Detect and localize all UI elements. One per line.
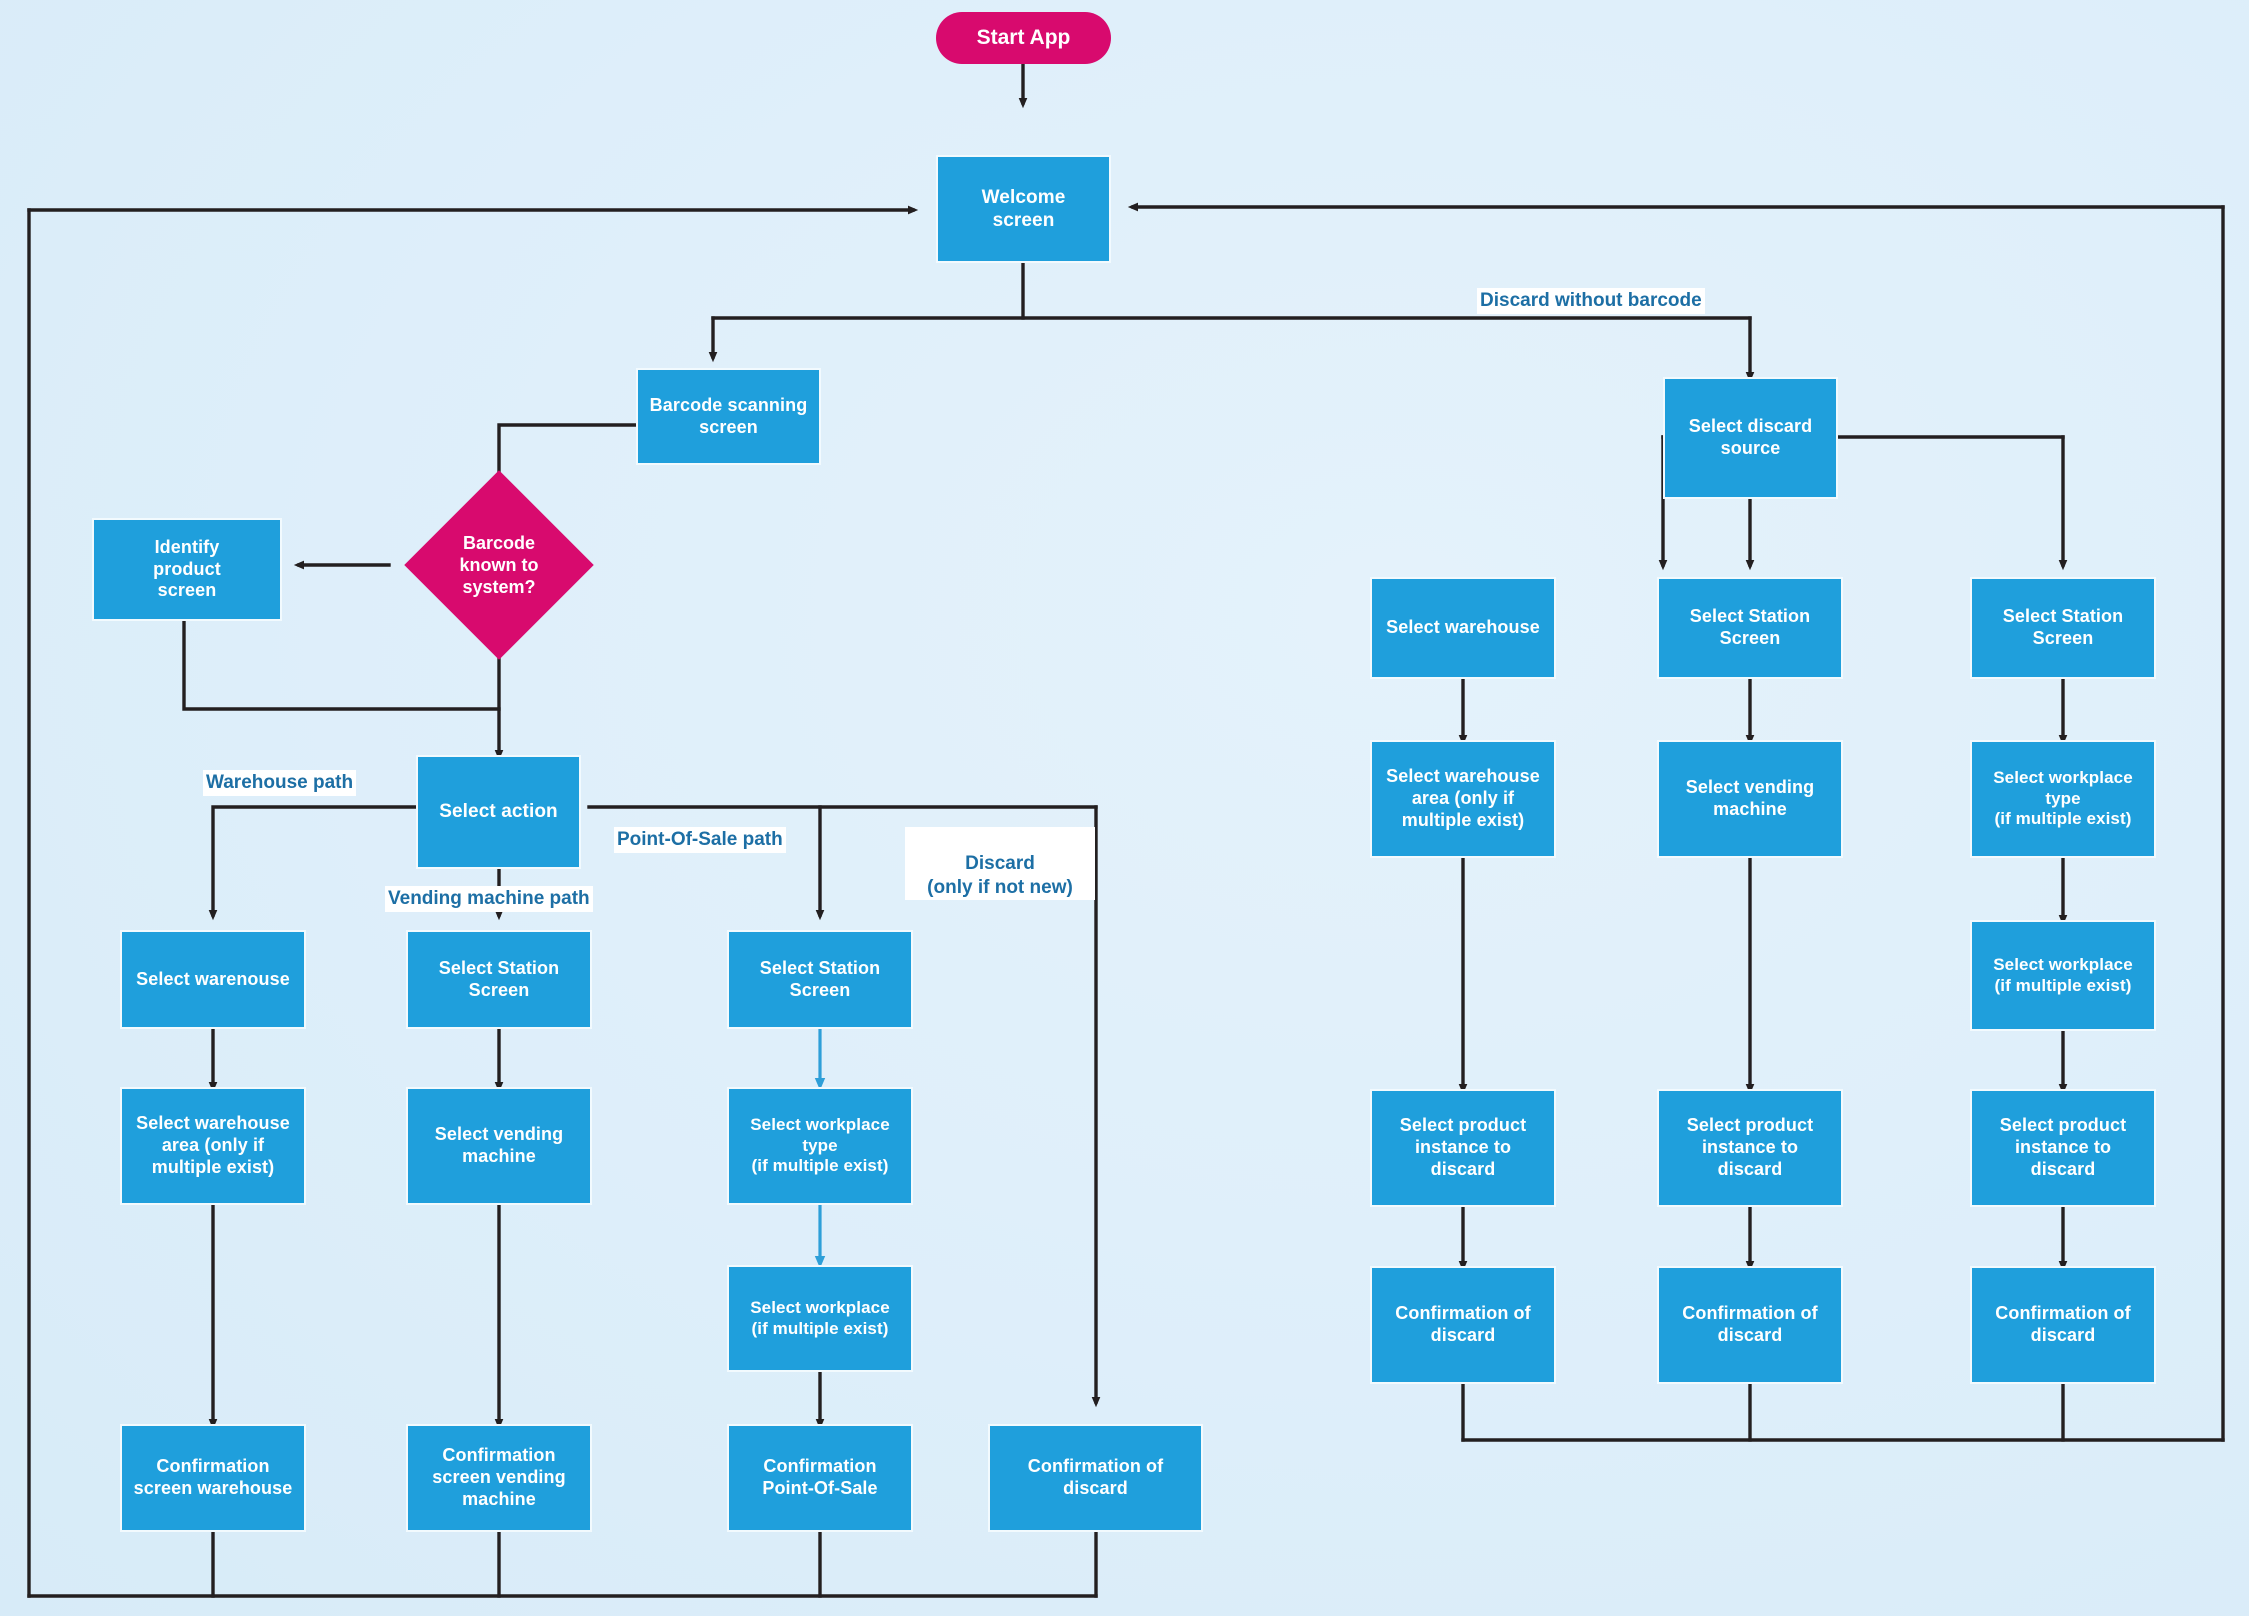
node-select-warehouse-area-r[interactable]: Select warehouse area (only if multiple … xyxy=(1370,740,1556,858)
node-confirmation-of-discard-1-label: Confirmation of discard xyxy=(1395,1303,1531,1345)
node-select-vending-machine-r2[interactable]: Select vending machine xyxy=(1657,740,1843,858)
node-select-workplace-pos-label: Select workplace (if multiple exist) xyxy=(750,1297,890,1338)
node-confirmation-of-discard-2[interactable]: Confirmation of discard xyxy=(1657,1266,1843,1384)
node-select-warehouse-area-label: Select warehouse area (only if multiple … xyxy=(136,1113,290,1177)
edge-label-discard-without-barcode: Discard without barcode xyxy=(1477,288,1705,314)
node-welcome-screen[interactable]: Welcome screen xyxy=(936,155,1111,263)
node-select-product-instance-1-label: Select product instance to discard xyxy=(1399,1115,1527,1179)
node-select-workplace-type-pos[interactable]: Select workplace type (if multiple exist… xyxy=(727,1087,913,1205)
edge-label-discard-only-if-not-new-text: Discard (only if not new) xyxy=(927,852,1073,898)
node-confirmation-screen-vending-machine-label: Confirmation screen vending machine xyxy=(432,1445,566,1509)
node-confirmation-of-discard-2-label: Confirmation of discard xyxy=(1682,1303,1818,1345)
node-select-product-instance-1[interactable]: Select product instance to discard xyxy=(1370,1089,1556,1207)
node-select-workplace-r3[interactable]: Select workplace (if multiple exist) xyxy=(1970,920,2156,1031)
edge-label-warehouse-path-text: Warehouse path xyxy=(206,772,354,793)
edge-label-discard-only-if-not-new: Discard (only if not new) xyxy=(905,827,1095,901)
node-select-action-label: Select action xyxy=(439,801,558,823)
node-select-vending-machine[interactable]: Select vending machine xyxy=(406,1087,592,1205)
node-select-station-screen-r3-label: Select Station Screen xyxy=(2002,606,2124,648)
node-welcome-screen-label: Welcome screen xyxy=(981,186,1066,231)
edge-label-point-of-sale-path-text: Point-Of-Sale path xyxy=(617,829,783,850)
node-barcode-scanning-screen[interactable]: Barcode scanning screen xyxy=(636,368,821,465)
node-select-discard-source[interactable]: Select discard source xyxy=(1663,377,1838,499)
node-select-warehouse-r[interactable]: Select warehouse xyxy=(1370,577,1556,679)
node-start-app-label: Start App xyxy=(976,26,1071,49)
node-select-warehouse-area[interactable]: Select warehouse area (only if multiple … xyxy=(120,1087,306,1205)
edge-label-warehouse-path: Warehouse path xyxy=(203,770,357,796)
node-select-workplace-r3-label: Select workplace (if multiple exist) xyxy=(1993,954,2133,995)
node-confirmation-screen-vending-machine[interactable]: Confirmation screen vending machine xyxy=(406,1424,592,1532)
edge-label-point-of-sale-path: Point-Of-Sale path xyxy=(614,827,786,853)
node-select-product-instance-3-label: Select product instance to discard xyxy=(1999,1115,2127,1179)
node-select-product-instance-2-label: Select product instance to discard xyxy=(1686,1115,1814,1179)
node-barcode-known-label: Barcode known to system? xyxy=(459,532,539,598)
node-select-workplace-type-pos-label: Select workplace type (if multiple exist… xyxy=(750,1114,890,1176)
node-select-station-screen-r2[interactable]: Select Station Screen xyxy=(1657,577,1843,679)
node-confirmation-of-discard-3[interactable]: Confirmation of discard xyxy=(1970,1266,2156,1384)
node-select-warehouse-r-label: Select warehouse xyxy=(1386,617,1540,638)
node-select-station-screen-r2-label: Select Station Screen xyxy=(1689,606,1811,648)
node-confirmation-of-discard-left-label: Confirmation of discard xyxy=(1027,1456,1164,1498)
node-confirmation-of-discard-1[interactable]: Confirmation of discard xyxy=(1370,1266,1556,1384)
node-start-app[interactable]: Start App xyxy=(936,12,1111,64)
node-confirmation-screen-warehouse[interactable]: Confirmation screen warehouse xyxy=(120,1424,306,1532)
node-select-station-screen-pos[interactable]: Select Station Screen xyxy=(727,930,913,1029)
node-select-action[interactable]: Select action xyxy=(416,755,581,869)
node-confirmation-pos[interactable]: Confirmation Point-Of-Sale xyxy=(727,1424,913,1532)
edge-label-vending-machine-path: Vending machine path xyxy=(385,886,593,912)
node-select-workplace-pos[interactable]: Select workplace (if multiple exist) xyxy=(727,1265,913,1372)
node-select-warenouse-label: Select warenouse xyxy=(136,968,290,989)
node-identify-product-screen[interactable]: Identify product screen xyxy=(92,518,282,621)
node-confirmation-of-discard-left[interactable]: Confirmation of discard xyxy=(988,1424,1203,1532)
edge-label-vending-machine-path-text: Vending machine path xyxy=(388,888,590,909)
node-select-warenouse[interactable]: Select warenouse xyxy=(120,930,306,1029)
node-select-station-screen-vending-label: Select Station Screen xyxy=(438,957,560,1000)
node-confirmation-pos-label: Confirmation Point-Of-Sale xyxy=(762,1456,878,1498)
node-confirmation-screen-warehouse-label: Confirmation screen warehouse xyxy=(133,1456,293,1498)
node-select-vending-machine-r2-label: Select vending machine xyxy=(1685,777,1815,819)
node-confirmation-of-discard-3-label: Confirmation of discard xyxy=(1995,1303,2131,1345)
node-select-discard-source-label: Select discard source xyxy=(1688,416,1813,458)
node-select-product-instance-3[interactable]: Select product instance to discard xyxy=(1970,1089,2156,1207)
node-select-product-instance-2[interactable]: Select product instance to discard xyxy=(1657,1089,1843,1207)
node-identify-product-screen-label: Identify product screen xyxy=(153,536,221,601)
node-select-station-screen-pos-label: Select Station Screen xyxy=(759,957,881,1000)
node-select-workplace-type-r3-label: Select workplace type (if multiple exist… xyxy=(1993,767,2133,829)
node-select-station-screen-r3[interactable]: Select Station Screen xyxy=(1970,577,2156,679)
node-select-vending-machine-label: Select vending machine xyxy=(434,1124,564,1166)
node-select-warehouse-area-r-label: Select warehouse area (only if multiple … xyxy=(1386,766,1540,830)
node-barcode-known-decision[interactable]: Barcode known to system? xyxy=(404,470,594,660)
node-barcode-scanning-screen-label: Barcode scanning screen xyxy=(649,394,808,437)
node-select-workplace-type-r3[interactable]: Select workplace type (if multiple exist… xyxy=(1970,740,2156,858)
node-select-station-screen-vending[interactable]: Select Station Screen xyxy=(406,930,592,1029)
edge-label-discard-without-barcode-text: Discard without barcode xyxy=(1480,290,1702,311)
